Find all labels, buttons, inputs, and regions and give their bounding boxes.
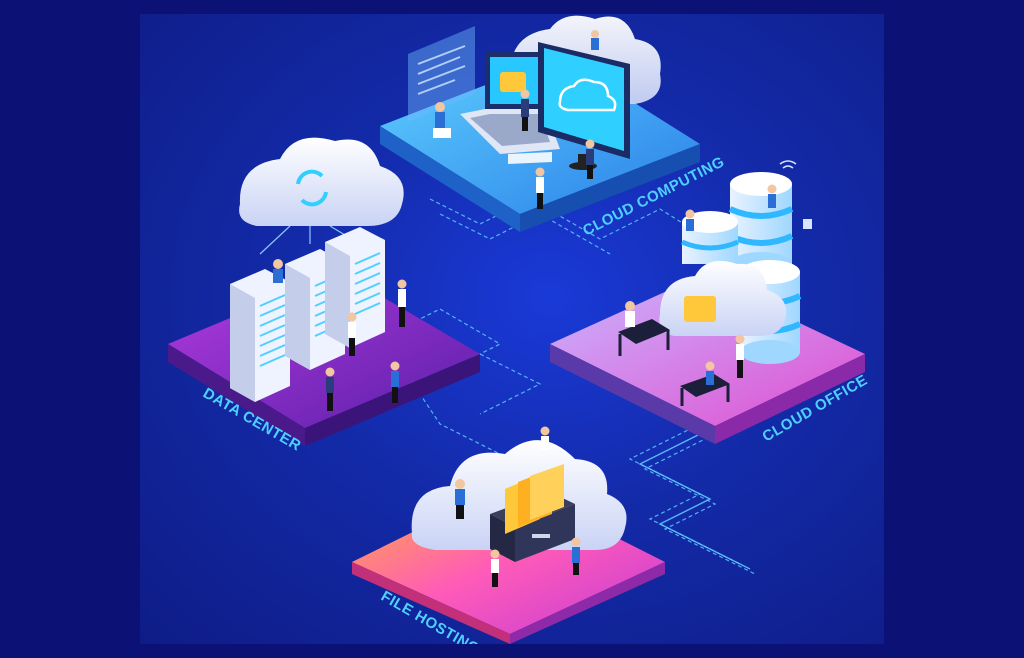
office-desk [618, 319, 670, 356]
folder-icon [505, 464, 564, 534]
illustration-svg: CLOUD COMPUTING [168, 15, 871, 644]
monitor-icon [538, 42, 630, 170]
person-icon [625, 184, 777, 385]
cloud-sync-icon [296, 169, 328, 207]
cloud-office-platform: CLOUD OFFICE [550, 160, 871, 445]
folder-icon [500, 72, 526, 92]
cloud-icon [239, 137, 404, 226]
database-stack-icon [728, 172, 794, 276]
server-rack-icon [325, 227, 385, 348]
person-icon [433, 30, 599, 209]
folder-icon [684, 296, 716, 322]
file-hosting-platform: FILE HOSTING [352, 426, 665, 644]
wifi-icon [779, 160, 797, 169]
office-desk [680, 374, 730, 406]
lock-icon [803, 219, 812, 229]
cloud-sync-icon [558, 78, 617, 112]
database-stack-icon [681, 211, 739, 264]
server-rack-icon [230, 269, 290, 402]
person-icon [455, 426, 581, 587]
cloud-computing-platform: CLOUD COMPUTING [380, 15, 727, 240]
person-icon [273, 259, 407, 411]
isometric-illustration: CLOUD COMPUTING [140, 14, 884, 644]
tablet-device [508, 152, 552, 164]
data-center-platform: DATA CENTER [168, 137, 480, 455]
